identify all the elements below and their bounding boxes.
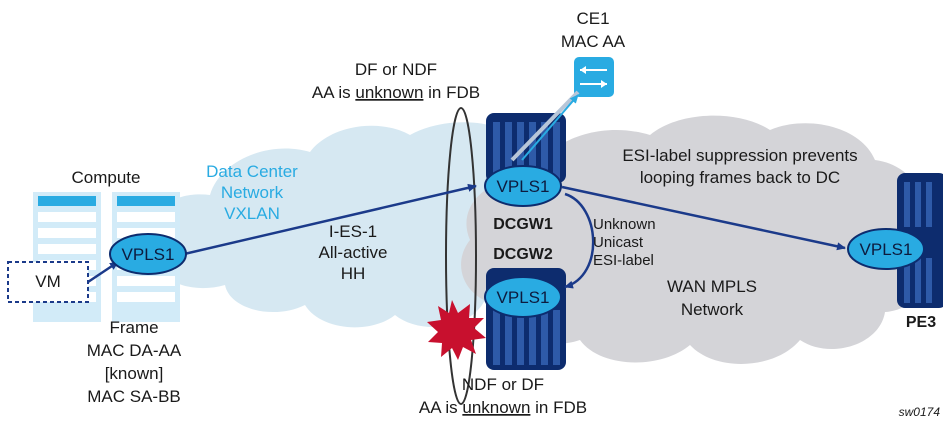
unknown-line2: Unicast — [593, 234, 644, 251]
wan-line2: Network — [681, 300, 744, 319]
vpls-label-pe3: VPLS1 — [860, 240, 913, 259]
unknown-line1: Unknown — [593, 216, 656, 233]
vm-label: VM — [35, 272, 61, 291]
frame-line1: Frame — [109, 318, 158, 337]
burst-icon — [427, 300, 486, 360]
switch-icon — [574, 57, 614, 97]
vpls-pill-dcgw1: VPLS1 — [484, 165, 562, 207]
wan-mpls-cloud — [461, 115, 928, 364]
ce1-name: CE1 — [576, 9, 609, 28]
arrow-compute-to-dcgw1 — [179, 183, 477, 257]
arrow-dcgw1-to-pe3 — [561, 185, 846, 251]
esi-note-line1: ESI-label suppression prevents — [622, 146, 857, 165]
esi-note-line2: looping frames back to DC — [640, 168, 840, 187]
frame-line3: [known] — [105, 364, 164, 383]
ce1-link-1 — [510, 90, 580, 162]
ies-line1: I-ES-1 — [329, 222, 377, 241]
arrow-vm-to-vpls — [87, 260, 119, 284]
vpls-pill-compute: VPLS1 — [109, 233, 187, 275]
frame-line4: MAC SA-BB — [87, 387, 181, 406]
vpls-label-dcgw2: VPLS1 — [497, 288, 550, 307]
ies-line3: HH — [341, 264, 366, 283]
wan-line1: WAN MPLS — [667, 277, 757, 296]
vpls-label-dcgw1: VPLS1 — [497, 177, 550, 196]
frame-line2: MAC DA-AA — [87, 341, 182, 360]
vpls-pill-pe3: VPLS1 — [847, 228, 925, 270]
vpls-pill-dcgw2: VPLS1 — [484, 276, 562, 318]
dcgw1-label: DCGW1 — [493, 216, 553, 233]
ndf-line1: NDF or DF — [462, 375, 544, 394]
pe3-label: PE3 — [906, 314, 936, 331]
ce1-mac: MAC AA — [561, 32, 626, 51]
vpls-label-compute: VPLS1 — [122, 245, 175, 264]
df-top-line1: DF or NDF — [355, 60, 437, 79]
ies-line2: All-active — [319, 243, 388, 262]
figure-id: sw0174 — [899, 405, 941, 419]
dc-network-cloud — [153, 122, 566, 328]
ndf-line2: AA is unknown in FDB — [419, 398, 587, 417]
dc-network-line2: Network — [221, 183, 284, 202]
df-top-line2: AA is unknown in FDB — [312, 83, 480, 102]
ethernet-segment-ring — [445, 107, 477, 405]
dc-network-line3: VXLAN — [224, 204, 280, 223]
dcgw2-label: DCGW2 — [493, 246, 553, 263]
ce1-link-2 — [521, 94, 579, 161]
dc-network-line1: Data Center — [206, 162, 298, 181]
unknown-line3: ESI-label — [593, 252, 654, 269]
arrow-dcgw1-to-dcgw2 — [564, 192, 595, 289]
compute-label: Compute — [72, 168, 141, 187]
